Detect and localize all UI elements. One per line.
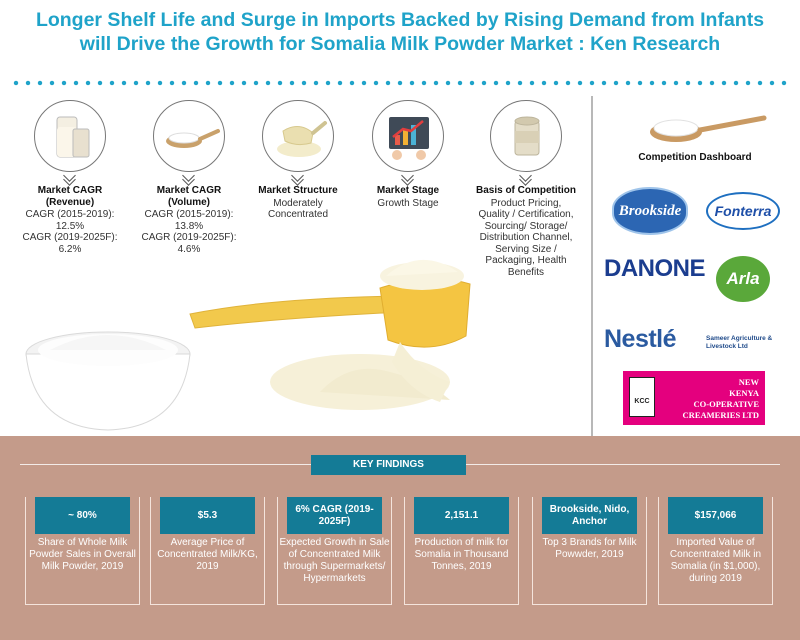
metric-label: Market CAGR (Volume) [156,185,222,208]
chevron-down-icon [292,175,304,183]
metric-label: Market Structure [258,185,338,196]
finding-desc: Top 3 Brands for Milk Powwder, 2019 [542,537,637,560]
vertical-divider [591,96,593,436]
finding-card: ~ 80% Share of Whole Milk Powder Sales i… [25,497,140,605]
milk-powder-illustration [25,259,471,431]
finding-card-frame [277,497,392,605]
kcc-logo-text: NEW KENYA CO-OPERATIVE CREAMERIES LTD [682,377,759,420]
page-title: Longer Shelf Life and Surge in Imports B… [0,8,800,56]
metric-value: Moderately Concentrated [267,197,329,221]
sameer-logo: Sameer Agriculture & Livestock Ltd [706,335,773,350]
metric-label: Market Stage [376,185,440,196]
growth-chart-icon [372,100,444,172]
finding-card-frame [150,497,265,605]
milk-powder-spoon-icon [153,100,225,172]
finding-desc: Imported Value of Concentrated Milk in S… [669,537,762,584]
chevron-down-icon [520,175,532,183]
title-line-2: will Drive the Growth for Somalia Milk P… [79,33,721,55]
finding-head: $5.3 [160,497,255,534]
dotted-divider [10,80,790,86]
metric-market-stage: Market Stage Growth Stage [358,100,458,209]
metric-cagr-volume: Market CAGR (Volume) CAGR (2015-2019): 1… [138,100,240,255]
finding-card: Brookside, Nido, Anchor Top 3 Brands for… [532,497,647,605]
metric-label: Market CAGR (Revenue) [37,185,103,208]
metric-market-structure: Market Structure Moderately Concentrated [248,100,348,221]
finding-card-frame [658,497,773,605]
metric-value: CAGR (2015-2019): 13.8% CAGR (2019-2025F… [141,209,237,255]
finding-card-frame [532,497,647,605]
chevron-down-icon [402,175,414,183]
finding-desc: Expected Growth in Sale of Concentrated … [279,537,390,584]
milk-glass-icon [34,100,106,172]
finding-desc: Average Price of Concentrated Milk/KG, 2… [157,537,258,572]
finding-card: $157,066 Imported Value of Concentrated … [658,497,773,605]
metric-cagr-revenue: Market CAGR (Revenue) CAGR (2015-2019): … [22,100,118,255]
powder-scoop-icon [262,100,334,172]
chevron-down-icon [183,175,195,183]
key-findings-label: KEY FINDINGS [311,455,466,475]
finding-card: 6% CAGR (2019-2025F) Expected Growth in … [277,497,392,605]
finding-head: 6% CAGR (2019-2025F) [287,497,382,534]
title-line-1: Longer Shelf Life and Surge in Imports B… [35,9,765,31]
finding-desc: Share of Whole Milk Powder Sales in Over… [29,537,136,572]
metric-value: CAGR (2015-2019): 12.5% CAGR (2019-2025F… [22,209,118,255]
milk-can-icon [490,100,562,172]
metric-basis-of-competition: Basis of Competition Product Pricing, Qu… [470,100,582,278]
finding-card: 2,151.1 Production of milk for Somalia i… [404,497,519,605]
finding-head: Brookside, Nido, Anchor [542,497,637,534]
brookside-logo: Brookside [612,187,688,235]
finding-card-frame [25,497,140,605]
metric-value: Product Pricing, Quality / Certification… [478,197,574,278]
chevron-down-icon [64,175,76,183]
fonterra-logo: Fonterra [706,192,780,230]
arla-logo: Arla [716,256,770,302]
competition-dashboard-title: Competition Dashboard [638,152,752,163]
powder-spoon-icon [650,115,767,142]
nestle-logo: Nestlé [604,325,677,353]
finding-card: $5.3 Average Price of Concentrated Milk/… [150,497,265,605]
kcc-badge: KCC [629,377,655,417]
finding-head: 2,151.1 [414,497,509,534]
finding-head: ~ 80% [35,497,130,534]
finding-card-frame [404,497,519,605]
finding-head: $157,066 [668,497,763,534]
finding-desc: Production of milk for Somalia in Thousa… [414,537,509,572]
metric-value: Growth Stage [377,197,439,209]
kcc-logo: KCC NEW KENYA CO-OPERATIVE CREAMERIES LT… [623,371,765,425]
metric-label: Basis of Competition [475,185,576,196]
danone-logo: DANONE [604,255,706,282]
